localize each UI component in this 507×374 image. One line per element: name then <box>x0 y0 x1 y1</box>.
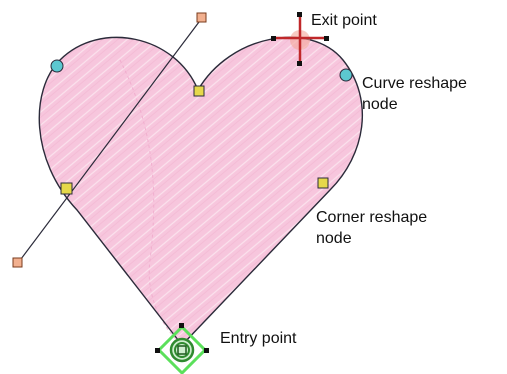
heart-travel-run <box>119 59 183 346</box>
curve-node-right[interactable] <box>339 68 353 82</box>
curve-reshape-label-line1: Curve reshape <box>362 75 467 92</box>
corner-node-left[interactable] <box>60 182 73 195</box>
handle-node-top[interactable] <box>196 12 207 23</box>
curve-node-left[interactable] <box>50 59 64 73</box>
curve-reshape-label-line2: node <box>362 96 398 113</box>
heart-stitch-texture <box>39 37 363 345</box>
corner-node-right[interactable] <box>317 177 329 189</box>
exit-point-marker[interactable] <box>271 12 329 66</box>
corner-node-top-center[interactable] <box>193 85 205 97</box>
handle-node-bottom[interactable] <box>12 257 23 268</box>
tangent-handle-line <box>17 17 203 264</box>
corner-reshape-label-line1: Corner reshape <box>316 209 428 226</box>
entry-point-marker[interactable] <box>155 323 209 374</box>
entry-point-label: Entry point <box>220 330 297 347</box>
corner-reshape-label-line2: node <box>316 230 352 247</box>
exit-point-label: Exit point <box>311 12 377 29</box>
